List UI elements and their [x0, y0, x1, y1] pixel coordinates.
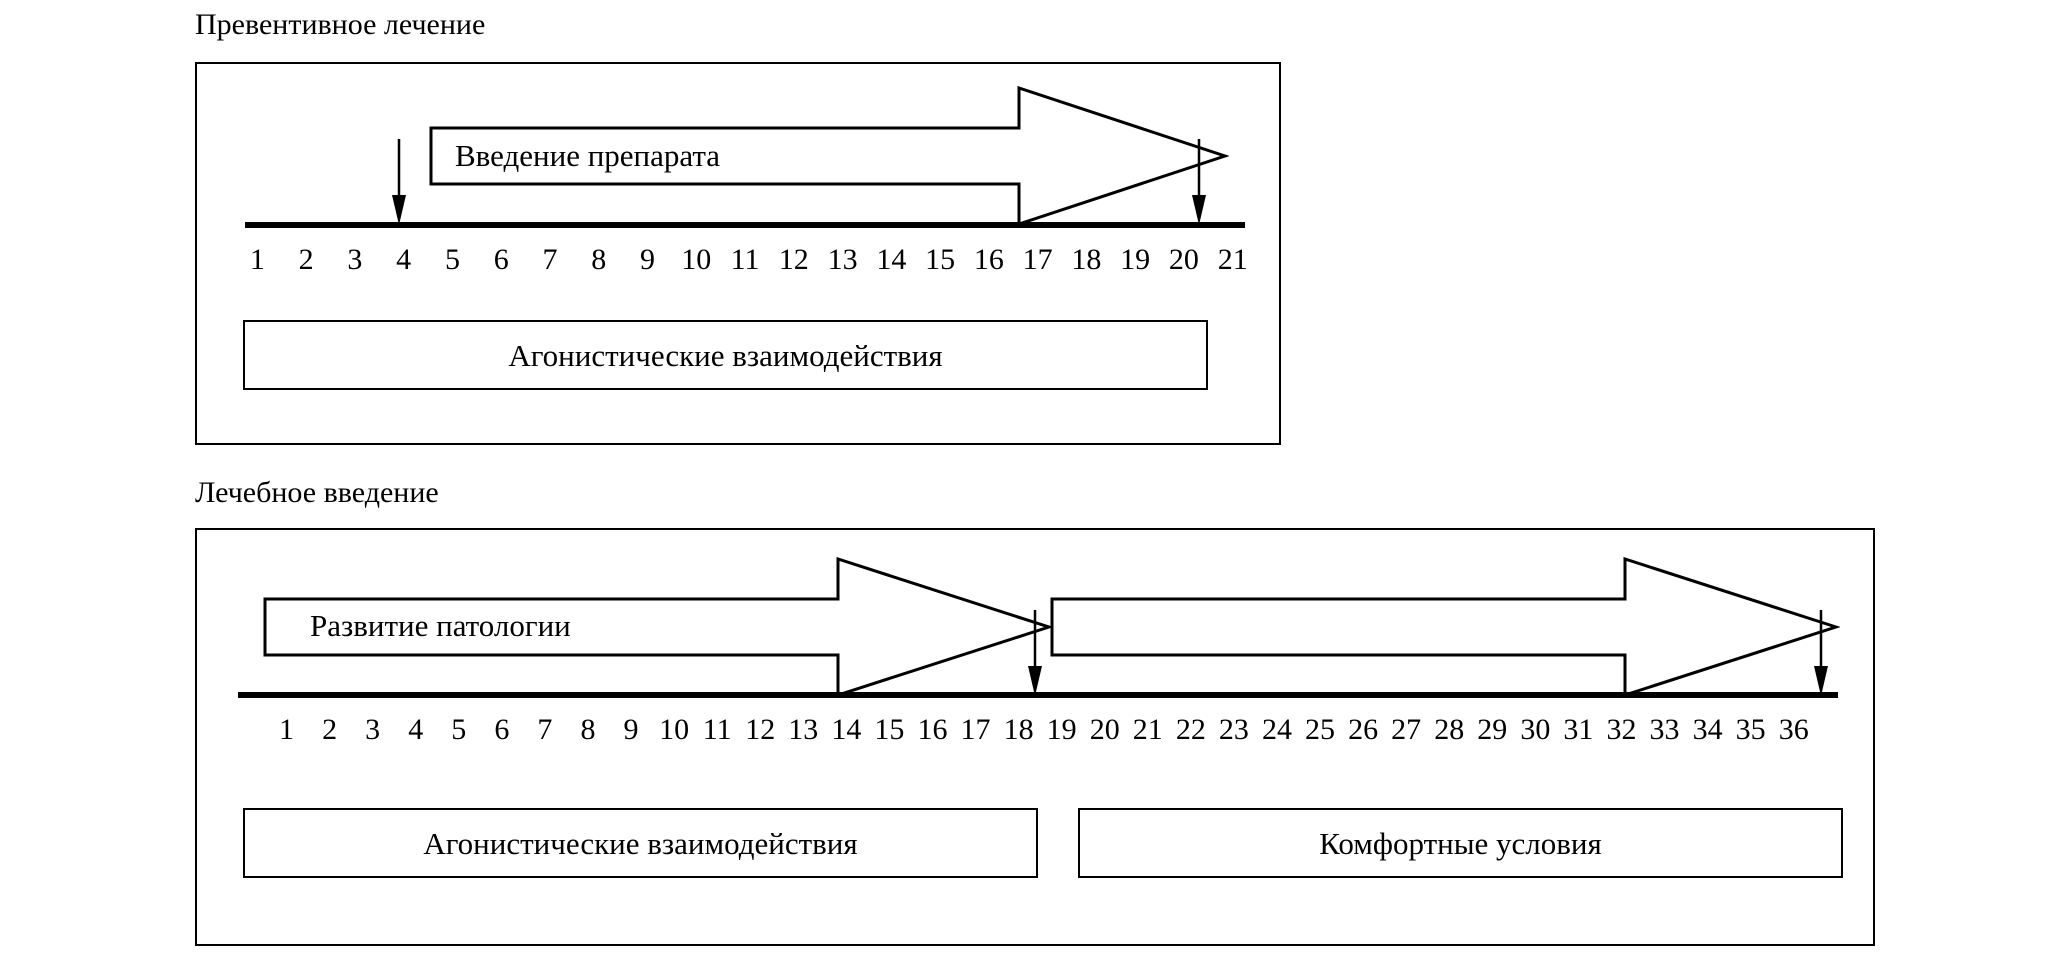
- timeline-tick: 13: [788, 713, 819, 746]
- timeline-tick: 28: [1434, 713, 1465, 746]
- timeline-tick: 10: [681, 243, 712, 276]
- timeline-tick: 11: [702, 713, 732, 746]
- panel-caption-therapeutic: Лечебное введение: [195, 476, 439, 509]
- timeline-tick: 21: [1132, 713, 1163, 746]
- timeline-tick: 16: [917, 713, 948, 746]
- timeline-tick: 21: [1217, 243, 1248, 276]
- marker-arrow-day-5: [388, 139, 410, 225]
- timeline-tick: 2: [322, 713, 338, 746]
- timeline-tick: 33: [1649, 713, 1680, 746]
- label-box-agonistic-interactions-preventive: Агонистические взаимодействия: [243, 320, 1208, 390]
- block-arrow-label-drug-administration: Введение препарата: [455, 138, 721, 173]
- timeline-tick: 18: [1003, 713, 1034, 746]
- timeline-tick: 8: [591, 243, 607, 276]
- timeline-tick: 5: [444, 243, 460, 276]
- timeline-tick: 20: [1168, 243, 1199, 276]
- timeline-axis-therapeutic: [238, 692, 1838, 698]
- block-arrow-drug-administration-2: [1050, 557, 1840, 697]
- label-box-text: Агонистические взаимодействия: [423, 825, 858, 861]
- timeline-tick: 9: [640, 243, 655, 276]
- marker-arrow-day-21: [1188, 139, 1210, 225]
- timeline-tick: 27: [1391, 713, 1422, 746]
- timeline-tick: 4: [408, 713, 424, 746]
- timeline-tick: 16: [973, 243, 1004, 276]
- label-box-text: Комфортные условия: [1319, 825, 1602, 861]
- timeline-tick: 2: [298, 243, 314, 276]
- timeline-tick: 7: [542, 243, 558, 276]
- timeline-tick: 13: [827, 243, 858, 276]
- timeline-tick: 12: [745, 713, 776, 746]
- timeline-tick: 14: [831, 713, 862, 746]
- marker-arrow-day-20: [1024, 610, 1046, 696]
- timeline-tick: 5: [451, 713, 467, 746]
- timeline-tick: 3: [365, 713, 381, 746]
- timeline-tick: 30: [1520, 713, 1551, 746]
- timeline-tick: 19: [1120, 243, 1151, 276]
- timeline-tick: 17: [1022, 243, 1053, 276]
- timeline-tick: 29: [1477, 713, 1508, 746]
- timeline-tick: 8: [580, 713, 596, 746]
- label-box-comfort-conditions: Комфортные условия: [1078, 808, 1843, 878]
- timeline-tick: 35: [1735, 713, 1766, 746]
- timeline-tick: 34: [1692, 713, 1723, 746]
- timeline-tick: 31: [1563, 713, 1594, 746]
- timeline-axis-preventive: [245, 222, 1245, 228]
- timeline-tick: 10: [659, 713, 690, 746]
- timeline-tick: 32: [1606, 713, 1637, 746]
- timeline-tick: 1: [249, 243, 265, 276]
- timeline-tick: 18: [1071, 243, 1102, 276]
- timeline-tick: 26: [1348, 713, 1379, 746]
- timeline-tick: 19: [1046, 713, 1077, 746]
- timeline-tick: 17: [960, 713, 991, 746]
- marker-arrow-day-36: [1810, 610, 1832, 696]
- timeline-tick: 24: [1261, 713, 1292, 746]
- block-arrow-drug-administration: [429, 86, 1229, 226]
- timeline-tick: 6: [493, 243, 509, 276]
- timeline-tick: 6: [494, 713, 510, 746]
- timeline-tick: 1: [279, 713, 295, 746]
- label-box-text: Агонистические взаимодействия: [508, 337, 943, 373]
- label-box-agonistic-interactions-therapeutic: Агонистические взаимодействия: [243, 808, 1038, 878]
- timeline-tick: 36: [1778, 713, 1809, 746]
- timeline-tick: 3: [347, 243, 363, 276]
- timeline-tick: 12: [778, 243, 809, 276]
- panel-caption-preventive: Превентивное лечение: [195, 8, 486, 41]
- block-arrow-pathology-development: [263, 557, 1053, 697]
- timeline-tick: 15: [874, 713, 905, 746]
- timeline-tick: 7: [537, 713, 553, 746]
- timeline-tick: 14: [876, 243, 907, 276]
- timeline-tick: 15: [925, 243, 956, 276]
- timeline-tick: 25: [1305, 713, 1336, 746]
- timeline-tick: 22: [1175, 713, 1206, 746]
- timeline-tick: 20: [1089, 713, 1120, 746]
- timeline-tick: 23: [1218, 713, 1249, 746]
- timeline-tick: 4: [396, 243, 412, 276]
- timeline-tick: 11: [730, 243, 760, 276]
- block-arrow-label-pathology-development: Развитие патологии: [310, 608, 571, 643]
- timeline-tick: 9: [623, 713, 639, 746]
